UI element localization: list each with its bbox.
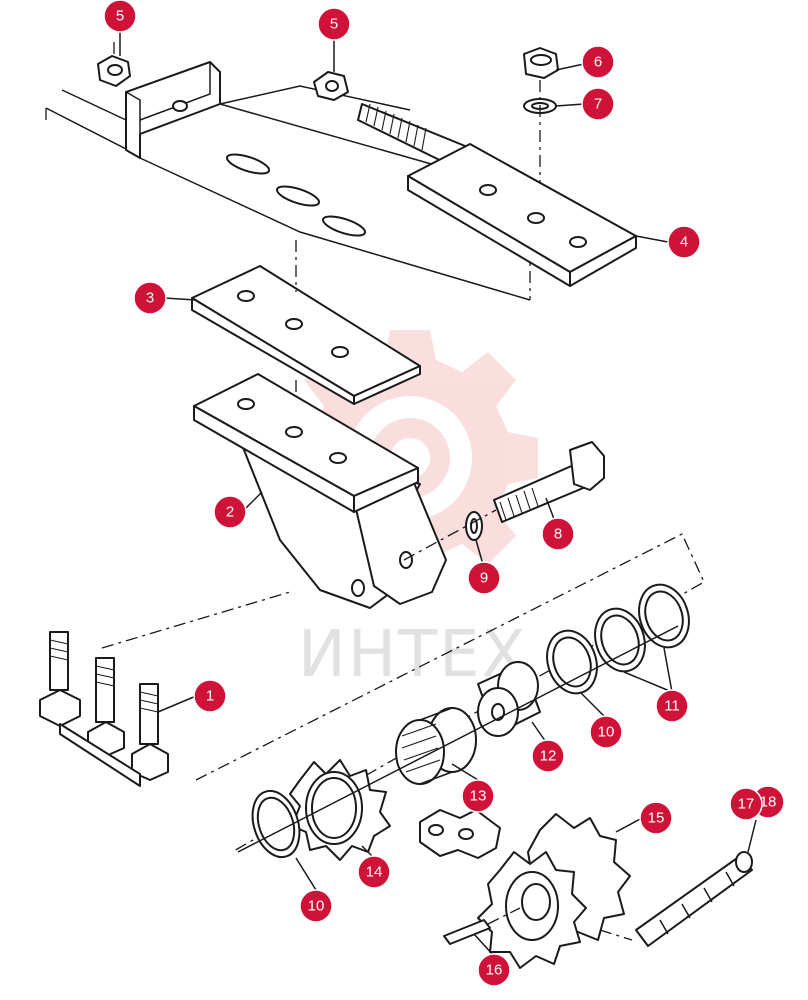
callout-circle bbox=[667, 225, 701, 259]
callout-label: 11 bbox=[664, 698, 680, 715]
callout-c10a: 10 bbox=[589, 715, 623, 749]
callout-c6: 6 bbox=[581, 45, 615, 79]
roller-chain bbox=[635, 851, 753, 947]
callout-circle bbox=[729, 787, 763, 821]
callout-label: 3 bbox=[146, 290, 154, 307]
callout-label: 14 bbox=[366, 864, 383, 881]
callout-c2: 2 bbox=[213, 495, 247, 529]
shim-plate-3 bbox=[191, 265, 421, 405]
callout-circle bbox=[477, 953, 511, 987]
callout-circle bbox=[357, 855, 391, 889]
callout-circle bbox=[581, 87, 615, 121]
callout-circle bbox=[193, 679, 227, 713]
callout-label: 7 bbox=[594, 96, 602, 113]
washers-11 bbox=[594, 583, 690, 673]
needle-bearing-13 bbox=[395, 707, 477, 785]
callout-label: 10 bbox=[598, 724, 615, 741]
callout-label: 4 bbox=[680, 234, 688, 251]
chain-links bbox=[419, 809, 501, 859]
callout-circle bbox=[317, 7, 351, 41]
bolts-1 bbox=[39, 631, 169, 787]
callout-circle bbox=[589, 715, 623, 749]
hex-nut-right bbox=[313, 71, 349, 101]
callout-label: 5 bbox=[330, 16, 338, 33]
frame-bracket bbox=[45, 61, 531, 301]
callout-c9: 9 bbox=[467, 561, 501, 595]
washer-10-right bbox=[546, 629, 598, 695]
callout-circle bbox=[461, 779, 495, 813]
callout-circle bbox=[531, 739, 565, 773]
callout-circle bbox=[541, 517, 575, 551]
callout-label: 8 bbox=[554, 526, 562, 543]
sprocket-14 bbox=[289, 759, 391, 861]
callout-c4: 4 bbox=[667, 225, 701, 259]
spacer-12 bbox=[477, 661, 541, 737]
callout-c8: 8 bbox=[541, 517, 575, 551]
callout-circle bbox=[581, 45, 615, 79]
callout-circle bbox=[467, 561, 501, 595]
washer-9 bbox=[465, 511, 483, 541]
callout-label: 13 bbox=[470, 788, 487, 805]
callout-label: 10 bbox=[308, 898, 325, 915]
hex-nut-6 bbox=[523, 47, 559, 79]
callout-label: 5 bbox=[116, 8, 124, 25]
callout-circle bbox=[133, 281, 167, 315]
callout-circle bbox=[299, 889, 333, 923]
callout-label: 17 bbox=[738, 796, 755, 813]
callout-c10b: 10 bbox=[299, 889, 333, 923]
callout-c5b: 5 bbox=[317, 7, 351, 41]
sprocket-15 bbox=[477, 813, 631, 969]
callout-circle bbox=[103, 0, 137, 33]
callout-circle bbox=[213, 495, 247, 529]
callout-label: 12 bbox=[540, 748, 557, 765]
callout-c5a: 5 bbox=[103, 0, 137, 33]
callout-c7: 7 bbox=[581, 87, 615, 121]
plate-4 bbox=[407, 143, 637, 287]
callout-label: 9 bbox=[480, 570, 488, 587]
hex-nut-left bbox=[97, 40, 131, 87]
callout-c3: 3 bbox=[133, 281, 167, 315]
callout-c15: 15 bbox=[639, 801, 673, 835]
callout-c17: 17 bbox=[729, 787, 763, 821]
bolt-8 bbox=[493, 441, 605, 523]
callout-c16: 16 bbox=[477, 953, 511, 987]
key-16 bbox=[443, 919, 491, 945]
callout-c1: 1 bbox=[193, 679, 227, 713]
callout-label: 18 bbox=[760, 794, 777, 811]
callout-label: 16 bbox=[486, 962, 503, 979]
callout-c12: 12 bbox=[531, 739, 565, 773]
callout-c14: 14 bbox=[357, 855, 391, 889]
callout-circle bbox=[639, 801, 673, 835]
callout-label: 6 bbox=[594, 54, 602, 71]
callout-c11: 11 bbox=[655, 689, 689, 723]
callout-circle bbox=[655, 689, 689, 723]
callout-label: 2 bbox=[226, 504, 234, 521]
callout-c13: 13 bbox=[461, 779, 495, 813]
bracket-2 bbox=[193, 373, 447, 609]
callout-label: 15 bbox=[648, 810, 665, 827]
callout-label: 1 bbox=[206, 688, 214, 705]
